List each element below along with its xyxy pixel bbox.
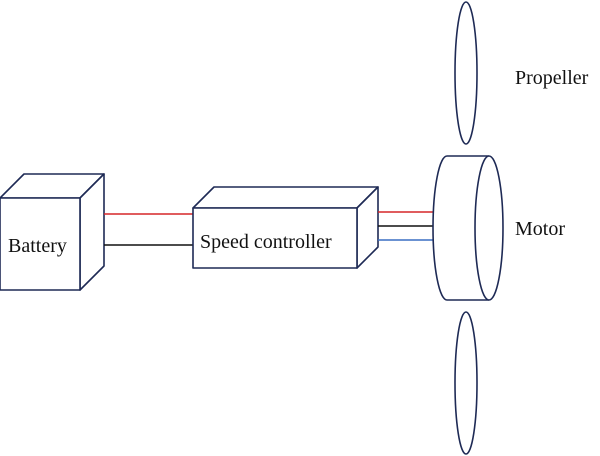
propeller-label: Propeller bbox=[515, 67, 589, 89]
battery-label: Battery bbox=[8, 235, 67, 257]
motor-label: Motor bbox=[515, 218, 565, 240]
propeller-blade-bottom bbox=[454, 311, 478, 455]
motor-body bbox=[432, 155, 504, 301]
speed-controller-box bbox=[192, 186, 379, 269]
propeller-blade-top bbox=[454, 1, 478, 145]
speed-controller-label: Speed controller bbox=[200, 231, 332, 253]
battery-box bbox=[0, 173, 105, 291]
